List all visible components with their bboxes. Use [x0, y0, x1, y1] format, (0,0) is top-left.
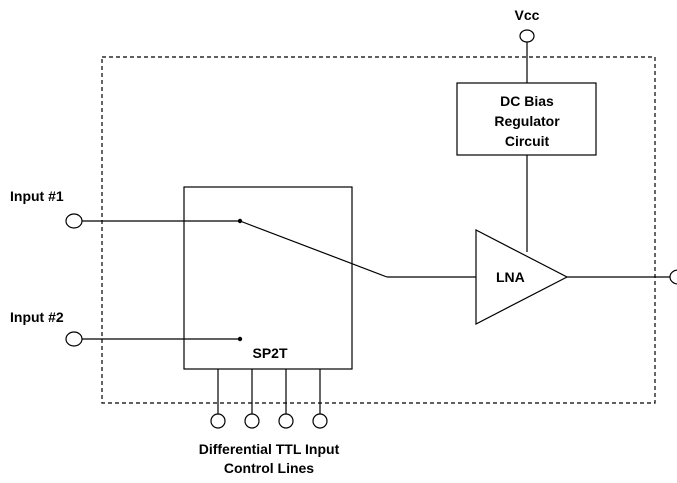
input1-label: Input #1 [10, 188, 64, 204]
output-terminal [669, 269, 677, 285]
control-terminal-3 [278, 413, 294, 429]
input2-label: Input #2 [10, 309, 64, 325]
dc-bias-label-line1: DC Bias [500, 93, 554, 109]
lna-label: LNA [496, 269, 525, 285]
switch-throw-line [239, 220, 388, 278]
vcc-label: Vcc [515, 7, 540, 23]
control-lines-label-line2: Control Lines [224, 460, 314, 476]
dc-bias-label-line2: Regulator [494, 113, 560, 129]
sp2t-label: SP2T [252, 345, 287, 361]
vcc-terminal [519, 29, 535, 43]
control-terminal-4 [312, 413, 328, 429]
input2-contact [237, 336, 243, 342]
dc-bias-label-line3: Circuit [505, 133, 550, 149]
sp2t-switch-box [183, 186, 353, 370]
control-terminal-2 [244, 413, 260, 429]
dc-bias-regulator-box [456, 82, 597, 156]
lna-amplifier [475, 229, 569, 325]
input1-terminal [65, 213, 83, 229]
control-terminal-1 [210, 413, 226, 429]
control-lines-label-line1: Differential TTL Input [199, 441, 340, 457]
module-outline [101, 56, 656, 404]
input2-terminal [65, 331, 83, 347]
